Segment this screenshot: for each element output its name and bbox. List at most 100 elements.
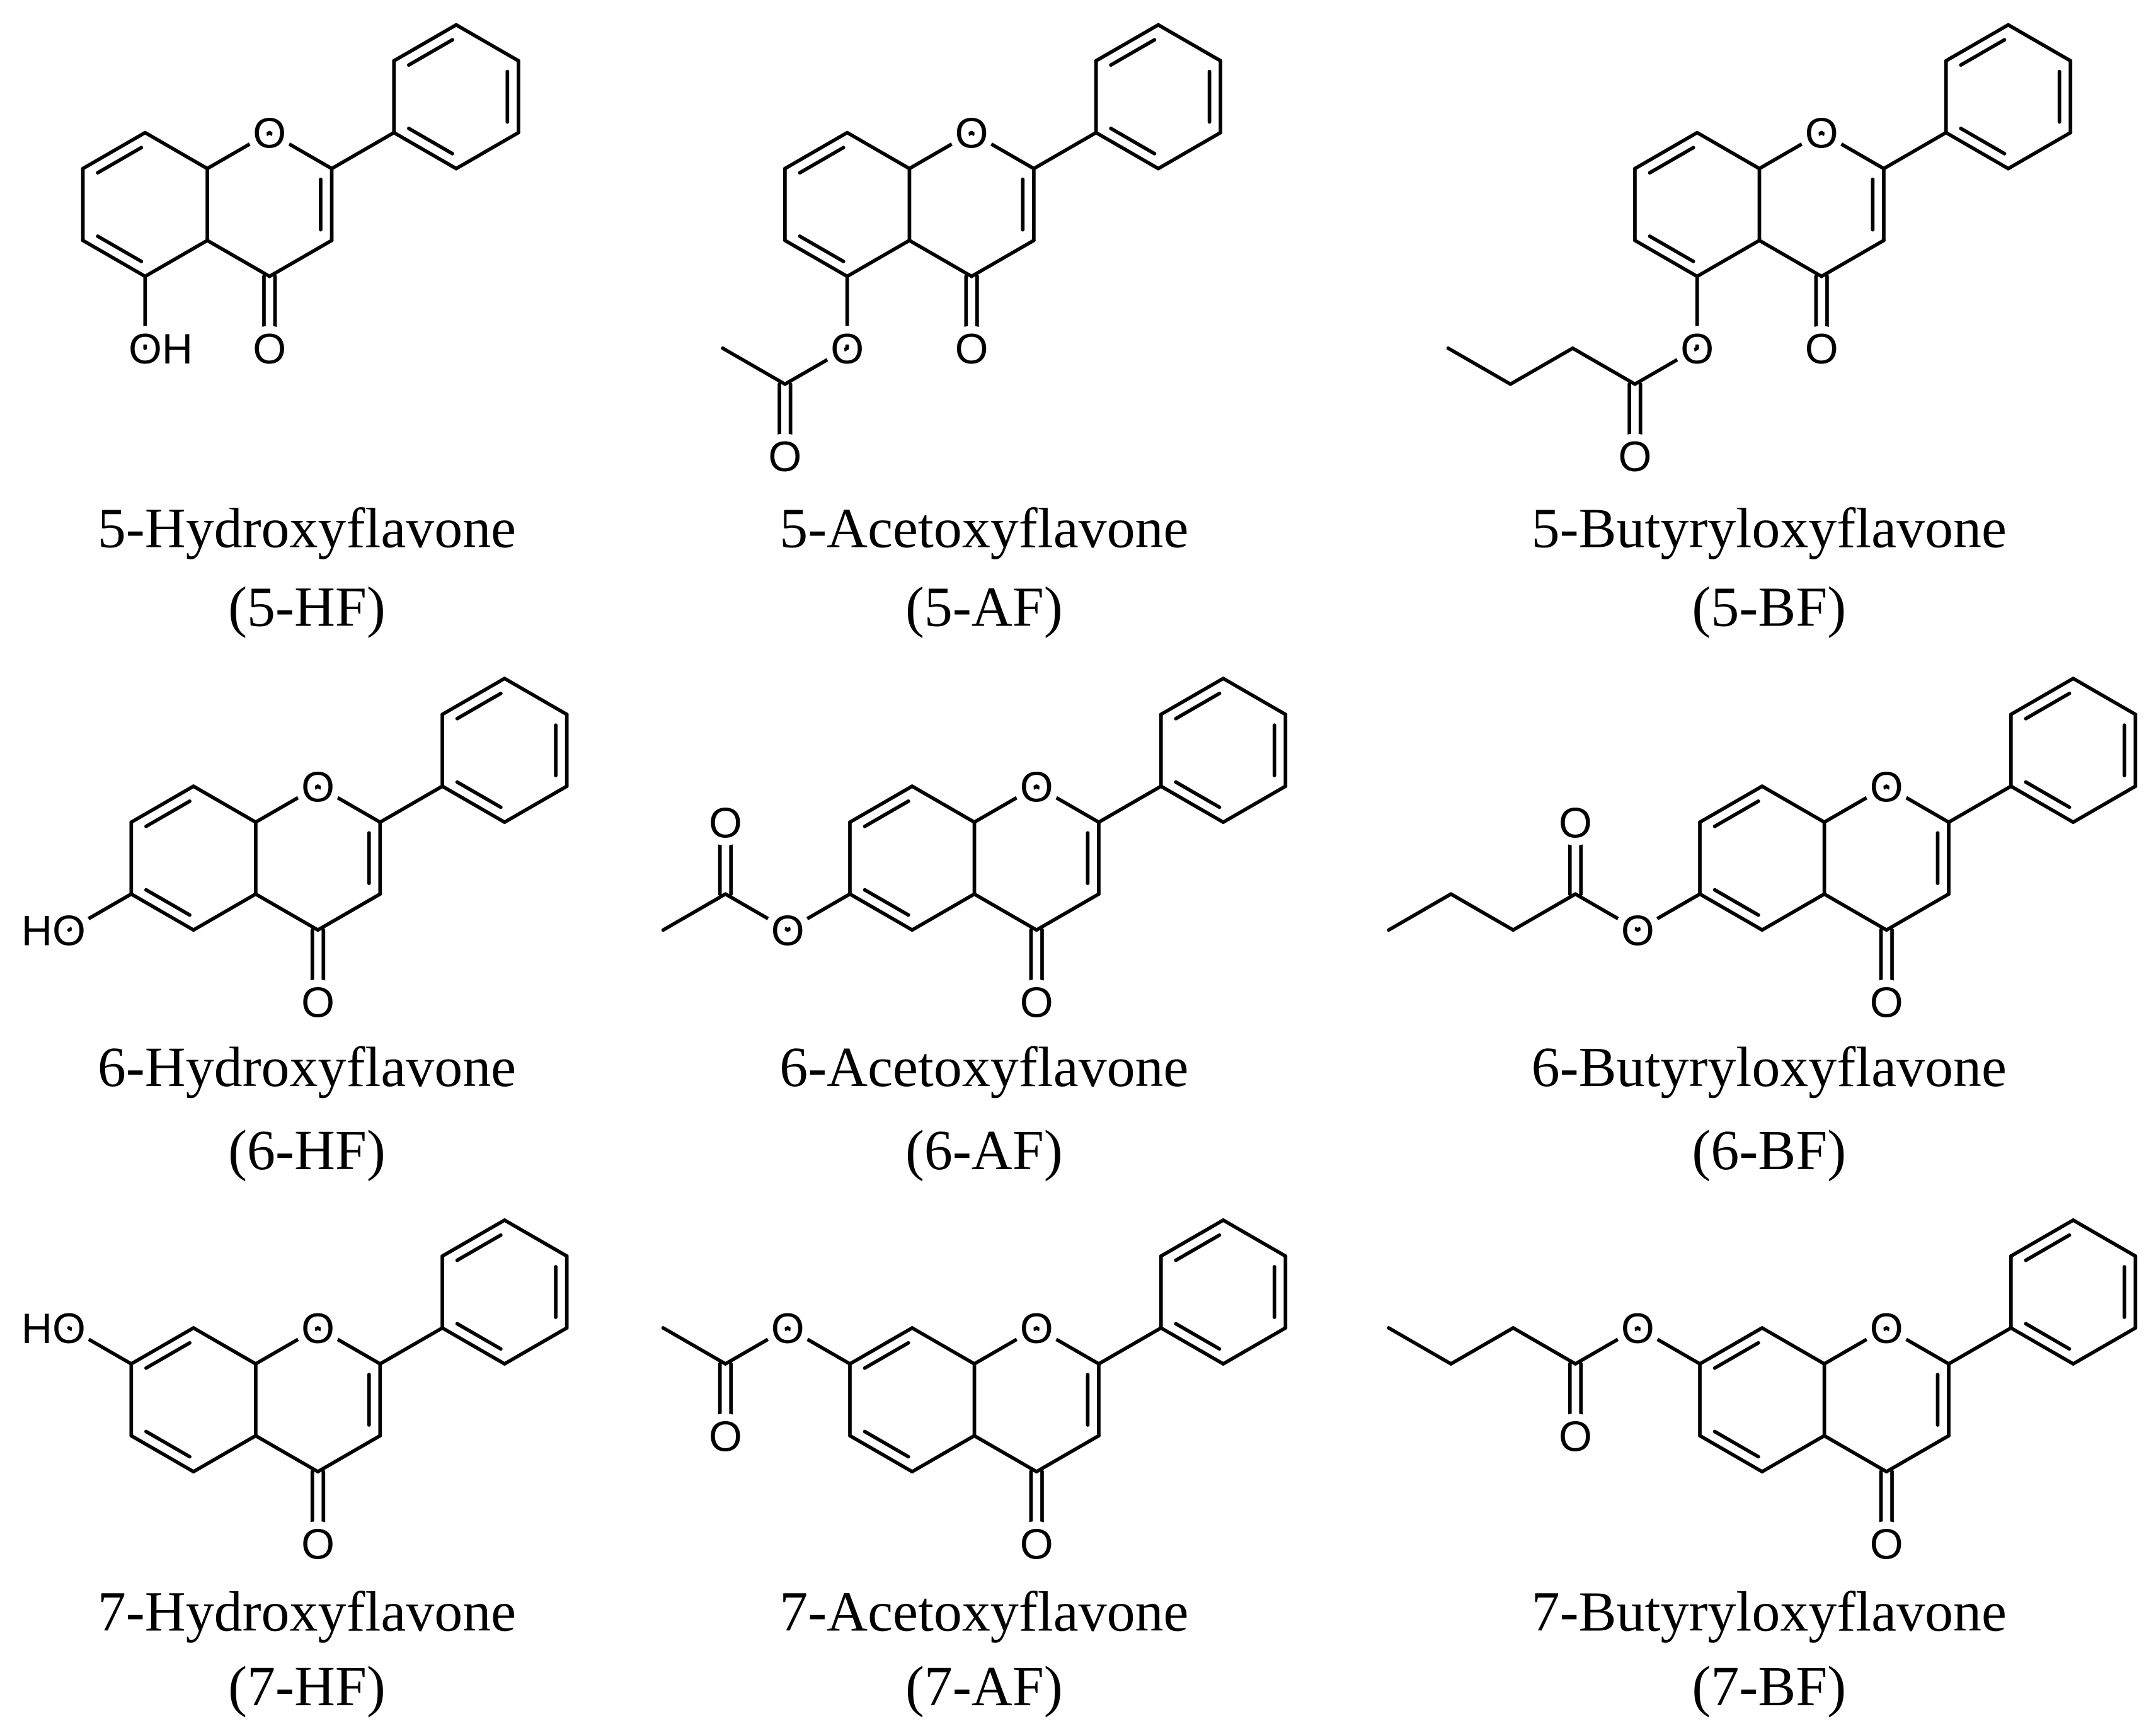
- alkyl-chain-bond: [661, 1326, 728, 1366]
- bond-c4a-c5: [845, 238, 912, 278]
- compound-abbreviation: (5-AF): [905, 576, 1063, 639]
- double-bond-c7-c8-inner-line: [144, 1341, 192, 1370]
- bond-c4-c4a: [972, 892, 1039, 932]
- double-bond-c7-c8: [129, 1326, 195, 1366]
- alkyl-chain-bond: [661, 892, 728, 932]
- phenyl-double-bond-inner-line: [1109, 127, 1157, 156]
- bond-c4a-c5: [1760, 1434, 1826, 1474]
- bond-c8-c8a: [910, 1326, 977, 1366]
- phenyl-double-bond-inner-line: [455, 691, 503, 721]
- carbonyl-oxygen-label: O: [955, 325, 989, 373]
- phenyl-bond: [2006, 23, 2073, 63]
- double-bond-c7-c8-inner-line: [1712, 799, 1760, 828]
- bond-c8a-o1: [253, 784, 320, 825]
- double-bond-c5-c6-inner-line: [144, 888, 192, 917]
- bond-c2-phenyl: [1882, 130, 1948, 171]
- bond-lines: [661, 677, 1288, 1004]
- alkyl-chain-bond: [1387, 1326, 1453, 1366]
- phenyl-double-bond-inner-line: [1109, 38, 1157, 67]
- bond-c3-c4: [316, 892, 382, 932]
- bond-c8-c8a: [1760, 1326, 1826, 1366]
- compound-abbreviation: (5-BF): [1692, 576, 1846, 639]
- ester-carbonyl-oxygen-label: O: [709, 799, 742, 847]
- hydroxyl-label: HO: [21, 906, 86, 954]
- phenyl-double-bond: [440, 1326, 507, 1366]
- bond-o1-c2: [1884, 1326, 1951, 1366]
- carbonyl-oxygen-label: O: [1870, 978, 1903, 1026]
- bond-lines: [1387, 1218, 2138, 1546]
- phenyl-double-bond-inner-line: [455, 1322, 503, 1351]
- alkyl-chain-bond: [1511, 892, 1578, 932]
- bond-lines: [721, 23, 1223, 458]
- bond-c4a-c5: [910, 1434, 977, 1474]
- bond-ester-oxygen-carbon: [1633, 346, 1699, 386]
- bond-c4a-c5: [1695, 238, 1762, 278]
- bond-c4a-c5: [1760, 892, 1826, 932]
- phenyl-double-bond-inner-line: [2024, 691, 2072, 721]
- phenyl-double-bond-inner-line: [2024, 780, 2072, 809]
- phenyl-double-bond-inner-line: [1959, 38, 2007, 67]
- bond-o1-c2: [316, 1326, 382, 1366]
- alkyl-chain-bond: [1449, 1326, 1515, 1366]
- bond-c8a-o1: [972, 1326, 1039, 1366]
- bond-c3-c4: [970, 238, 1036, 278]
- phenyl-double-bond: [440, 784, 507, 825]
- bond-c8-c8a: [1760, 784, 1826, 825]
- double-bond-c5-c6-inner-line: [1712, 1429, 1760, 1459]
- bond-c4a-c5: [192, 1434, 258, 1474]
- bond-c2-phenyl: [378, 784, 444, 825]
- phenyl-bond: [2006, 130, 2073, 171]
- compound-abbreviation: (6-AF): [905, 1119, 1063, 1182]
- phenyl-double-bond-inner-line: [1174, 1322, 1222, 1351]
- compound-abbreviation: (7-BF): [1692, 1655, 1846, 1718]
- compound-name: 7-Butyryloxyflavone: [1532, 1581, 2007, 1643]
- double-bond-c5-c6-inner-line: [863, 888, 910, 917]
- bond-c4-c4a: [253, 1434, 320, 1474]
- phenyl-double-bond: [1159, 677, 1225, 716]
- bond-c2-phenyl: [1097, 784, 1163, 825]
- bond-c8a-o1: [907, 130, 973, 171]
- phenyl-bond: [1221, 1326, 1288, 1366]
- compound-abbreviation: (6-BF): [1692, 1119, 1846, 1182]
- double-bond-c5-c6-inner-line: [96, 234, 144, 263]
- ester-carbonyl-oxygen-label: O: [1559, 799, 1592, 847]
- double-bond-c7-c8: [848, 1326, 914, 1366]
- bond-c8-c8a: [192, 784, 258, 825]
- bond-c4a-c5: [910, 892, 977, 932]
- double-bond-c5-c6: [783, 238, 849, 278]
- phenyl-double-bond: [392, 23, 458, 63]
- bond-c4-c4a: [205, 238, 272, 278]
- double-bond-c5-c6: [1698, 892, 1764, 932]
- phenyl-double-bond-inner-line: [407, 38, 454, 67]
- bond-c4a-c5: [143, 238, 209, 278]
- phenyl-double-bond-inner-line: [1174, 780, 1222, 809]
- phenyl-double-bond-inner-line: [2024, 1233, 2072, 1262]
- carbonyl-oxygen-label: O: [253, 325, 286, 373]
- compound-name: 6-Hydroxyflavone: [98, 1036, 516, 1099]
- compound-name: 5-Hydroxyflavone: [98, 498, 516, 560]
- bond-c4-c4a: [907, 238, 973, 278]
- ring-oxygen-label: O: [1870, 1305, 1903, 1352]
- bond-o1-c2: [1820, 130, 1886, 171]
- ring-oxygen-label: O: [955, 110, 989, 157]
- bond-c2-phenyl: [1947, 784, 2013, 825]
- phenyl-bond: [454, 23, 520, 63]
- double-bond-c7-c8-inner-line: [144, 799, 192, 828]
- bond-c2-phenyl: [1032, 130, 1098, 171]
- double-bond-c5-c6: [81, 238, 147, 278]
- double-bond-c5-c6: [1698, 1434, 1764, 1474]
- compound-name: 6-Acetoxyflavone: [779, 1036, 1188, 1099]
- bond-o1-c2: [316, 784, 382, 825]
- bond-c3-c4: [1035, 1434, 1101, 1474]
